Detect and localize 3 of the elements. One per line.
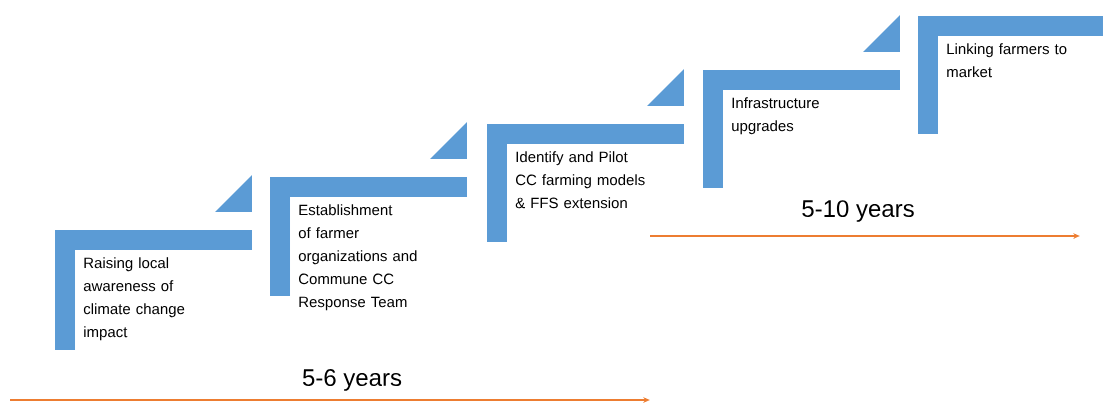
duration-label: 5-10 years bbox=[802, 200, 914, 222]
duration-label: 5-6 years bbox=[302, 369, 402, 391]
node-label: Response Team bbox=[299, 296, 407, 311]
